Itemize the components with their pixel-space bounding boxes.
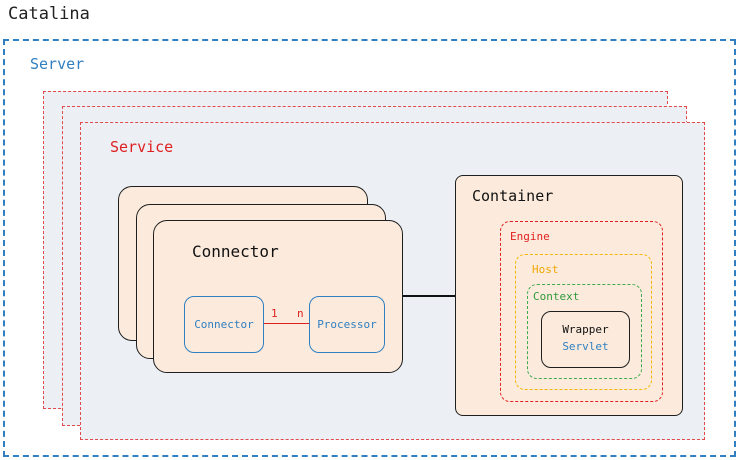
multiplicity-one: 1 (271, 307, 278, 320)
wrapper-label: Wrapper (562, 323, 609, 336)
context-label: Context (533, 290, 580, 303)
container-label: Container (472, 187, 554, 205)
server-boundary (3, 39, 736, 457)
engine-label: Engine (510, 230, 550, 243)
server-label: Server (30, 55, 85, 73)
context-boundary (527, 284, 642, 379)
servlet-label: Servlet (562, 340, 609, 353)
connector-title: Connector (192, 242, 279, 261)
processor-box: Processor (309, 296, 385, 353)
connector-processor-link (264, 323, 309, 324)
container-box (455, 175, 683, 416)
host-boundary (515, 254, 652, 390)
engine-boundary (500, 221, 663, 402)
host-label: Host (532, 263, 559, 276)
service-label: Service (110, 138, 174, 156)
diagram-title: Catalina (8, 4, 90, 24)
multiplicity-n: n (297, 307, 304, 320)
wrapper-box (541, 311, 630, 368)
connector-container-link (403, 295, 456, 297)
inner-connector-box: Connector (184, 296, 264, 353)
